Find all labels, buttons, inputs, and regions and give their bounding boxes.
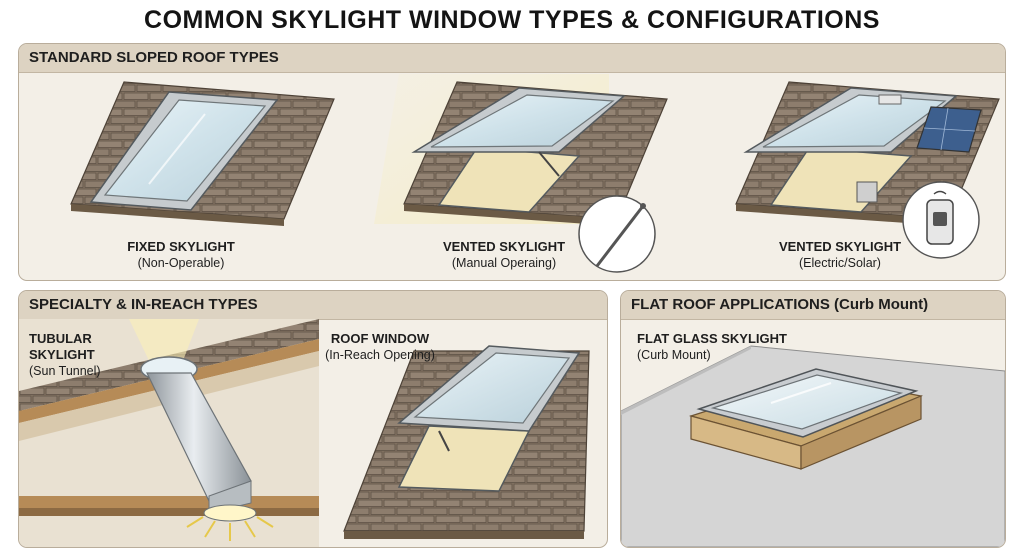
vented-manual-sub: (Manual Operaing) [451,256,557,270]
roof-window-name: ROOF WINDOW [330,331,430,346]
roof-window-label: ROOF WINDOW (In-Reach Opening) [315,331,445,363]
flat-roof-illustration [621,345,1005,547]
vented-manual-label: VENTED SKYLIGHT (Manual Operaing) [429,239,579,271]
vented-manual-illustration [374,74,668,226]
standard-illustrations [70,74,1000,273]
panel-standard-sloped: STANDARD SLOPED ROOF TYPES [18,43,1006,281]
tubular-skylight-label: TUBULAR SKYLIGHT (Sun Tunnel) [29,331,149,379]
roof-window-illustration [343,345,590,539]
section-header-standard: STANDARD SLOPED ROOF TYPES [19,44,1005,73]
sunlight-rays-icon [186,516,274,541]
tubular-skylight-sub: (Sun Tunnel) [29,364,101,378]
panel-flat-roof: FLAT ROOF APPLICATIONS (Curb Mount) FLAT… [620,290,1006,548]
tubular-skylight-illustration [19,319,319,547]
specialty-illustrations [19,319,590,547]
fixed-skylight-label: FIXED SKYLIGHT (Non-Operable) [111,239,251,271]
tubular-skylight-name-1: TUBULAR [29,331,92,346]
solar-panel-icon [916,106,982,153]
vented-electric-label: VENTED SKYLIGHT (Electric/Solar) [765,239,915,271]
section-header-specialty: SPECIALTY & IN-REACH TYPES [19,291,607,320]
flat-glass-skylight-label: FLAT GLASS SKYLIGHT (Curb Mount) [637,331,837,363]
page-title: COMMON SKYLIGHT WINDOW TYPES & CONFIGURA… [144,6,880,34]
fixed-skylight-illustration [70,81,335,226]
fixed-skylight-name: FIXED SKYLIGHT [127,239,235,254]
vented-manual-name: VENTED SKYLIGHT [442,239,566,254]
vented-electric-name: VENTED SKYLIGHT [778,239,902,254]
vented-electric-sub: (Electric/Solar) [799,256,881,270]
crank-rod-icon [578,195,656,273]
flat-glass-skylight-sub: (Curb Mount) [637,348,711,362]
roof-window-sub: (In-Reach Opening) [325,348,435,362]
fixed-skylight-sub: (Non-Operable) [137,256,225,270]
tubular-skylight-name-2: SKYLIGHT [29,347,95,362]
flat-glass-skylight-name: FLAT GLASS SKYLIGHT [637,331,787,346]
section-header-flat: FLAT ROOF APPLICATIONS (Curb Mount) [621,291,1005,320]
remote-control-icon [902,181,980,259]
panel-specialty: SPECIALTY & IN-REACH TYPES [18,290,608,548]
